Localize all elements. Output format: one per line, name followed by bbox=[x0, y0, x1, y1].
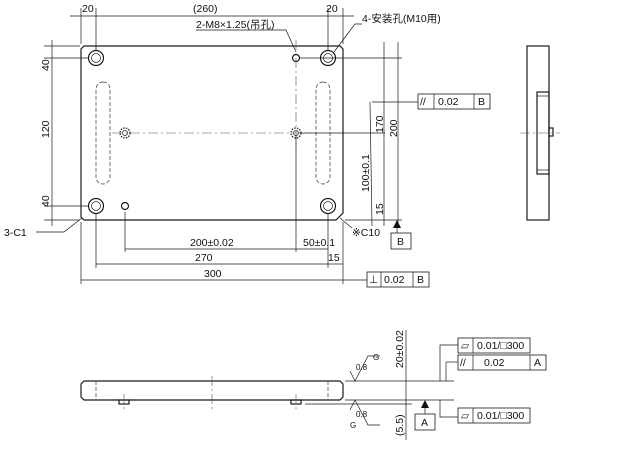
svg-text:G: G bbox=[373, 353, 379, 362]
top-view: 20 (260) 20 2-M8×1.25(吊孔) 4-安装孔(M10用) 40… bbox=[4, 3, 491, 288]
plate-outline bbox=[80, 45, 344, 221]
svg-text:⊥: ⊥ bbox=[369, 274, 378, 286]
dim-200: 200±0.02 bbox=[190, 237, 234, 249]
dim-270: 270 bbox=[195, 252, 213, 264]
chamfer-c10: ※C10 bbox=[352, 227, 380, 239]
tapped-hole-note: 2-M8×1.25(吊孔) bbox=[196, 18, 274, 31]
dim-left-bot: 40 bbox=[40, 195, 52, 207]
svg-text:0.02: 0.02 bbox=[438, 96, 459, 108]
dim-thickness: 20±0.02 bbox=[394, 330, 406, 368]
dim-right-200: 200 bbox=[388, 119, 400, 137]
svg-text://: // bbox=[460, 357, 466, 369]
mount-hole bbox=[87, 197, 105, 215]
svg-text:B: B bbox=[478, 96, 485, 108]
svg-text:A: A bbox=[534, 357, 541, 369]
side-view bbox=[520, 45, 560, 221]
flatness-fcf-top: ▱ 0.01/□300 bbox=[457, 337, 531, 354]
svg-text:▱: ▱ bbox=[461, 340, 470, 352]
mount-hole bbox=[87, 49, 105, 67]
dim-edge-right: 20 bbox=[326, 3, 338, 15]
dim-15-bottom: 15 bbox=[328, 252, 340, 264]
parallel-fcf-a: // 0.02 A bbox=[457, 354, 547, 371]
dim-foot-height: (5.5) bbox=[394, 414, 406, 436]
svg-text:G: G bbox=[350, 421, 356, 430]
svg-text:0.8: 0.8 bbox=[356, 363, 368, 372]
svg-text:0.02: 0.02 bbox=[484, 357, 505, 369]
dim-left-top: 40 bbox=[40, 59, 52, 71]
dim-300: 300 bbox=[204, 268, 222, 280]
svg-text:0.01/□300: 0.01/□300 bbox=[477, 340, 524, 352]
front-view: 20±0.02 (5.5) 0.8 G 0.8 G ▱ 0.01/□300 bbox=[80, 330, 547, 440]
roughness-bottom: 0.8 G bbox=[349, 399, 380, 430]
dim-edge-left: 20 bbox=[82, 3, 94, 15]
datum-a: A bbox=[414, 400, 436, 431]
svg-text:0.01/□300: 0.01/□300 bbox=[477, 410, 524, 422]
hidden-slot-left bbox=[95, 81, 111, 185]
roughness-top: 0.8 G bbox=[349, 353, 380, 382]
svg-text:▱: ▱ bbox=[461, 410, 470, 422]
flatness-fcf-bottom: ▱ 0.01/□300 bbox=[457, 407, 531, 424]
parallel-fcf: // 0.02 B bbox=[417, 93, 491, 110]
svg-text://: // bbox=[420, 96, 426, 108]
svg-text:0.8: 0.8 bbox=[356, 410, 368, 419]
datum-b: B bbox=[390, 220, 412, 250]
dim-50: 50±0.1 bbox=[303, 237, 335, 249]
dim-right-100: 100±0.1 bbox=[360, 154, 372, 192]
svg-text:0.02: 0.02 bbox=[384, 274, 405, 286]
svg-text:B: B bbox=[397, 236, 404, 248]
svg-text:B: B bbox=[417, 274, 424, 286]
tapped-hole bbox=[120, 201, 130, 211]
mount-hole-note: 4-安装孔(M10用) bbox=[362, 12, 441, 25]
dim-right-15: 15 bbox=[374, 203, 386, 215]
chamfer-note: 3-C1 bbox=[4, 227, 27, 239]
perpendicular-fcf: ⊥ 0.02 B bbox=[366, 271, 430, 288]
dim-left-mid: 120 bbox=[40, 120, 52, 138]
mount-hole bbox=[319, 197, 337, 215]
svg-text:A: A bbox=[421, 417, 428, 429]
dim-overall-ref: (260) bbox=[193, 3, 218, 15]
dim-right-170: 170 bbox=[374, 115, 386, 133]
